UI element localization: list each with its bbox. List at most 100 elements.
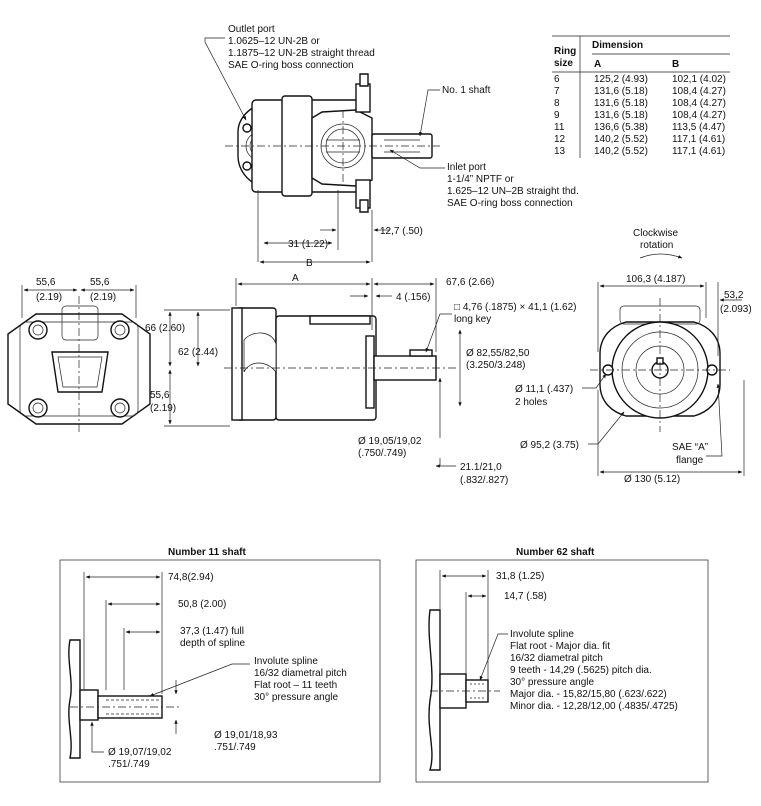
dim-b: B: [306, 258, 313, 269]
shaft11-dim-37-3-note: depth of spline: [180, 638, 245, 649]
flange-type-2: flange: [676, 455, 704, 466]
shaft62-spline-4: 9 teeth - 14,29 (.5625) pitch dia.: [510, 665, 652, 676]
table-row-1-ring: 7: [554, 86, 560, 97]
outlet-port-line-1: Outlet port: [228, 24, 275, 35]
shaft62-spline-6: Major dia. - 15,82/15,80 (.623/.622): [510, 689, 667, 700]
left-dim-55-6-a-in: (2.19): [36, 292, 62, 303]
outlet-port-line-3: 1.1875–12 UN-2B straight thread: [228, 48, 375, 59]
flange-dim-95-2: Ø 95,2 (3.75): [520, 440, 579, 451]
inlet-port-callout: Inlet port 1-1/4” NPTF or 1.625–12 UN–2B…: [447, 162, 579, 209]
inlet-port-line-1: Inlet port: [447, 162, 486, 173]
shaft11-dim-19-07: Ø 19,07/19,02: [108, 747, 172, 758]
table-header-size: size: [554, 58, 573, 69]
rotation-label-1: Clockwise: [633, 228, 678, 239]
table-header-ring: Ring: [554, 46, 576, 57]
table-row-6-b: 117,1 (4.61): [672, 146, 725, 157]
shaft62-drawing: [428, 570, 508, 771]
table-row-3-a: 131,6 (5.18): [594, 110, 648, 121]
shaft11-drawing: [68, 572, 250, 759]
shaft11-frame: [59, 559, 381, 783]
side-view: [164, 278, 462, 468]
left-end-view: [7, 285, 151, 432]
key-spec-line-2: long key: [454, 314, 491, 325]
table-row-1-b: 108,4 (4.27): [672, 86, 726, 97]
inlet-port-line-4: SAE O-ring boss connection: [447, 198, 573, 209]
side-dim-21-1: 21.1/21,0: [460, 462, 502, 473]
side-dim-62: 62 (2.44): [178, 347, 218, 358]
flange-type-1: SAE “A”: [672, 442, 708, 453]
table-row-2-ring: 8: [554, 98, 560, 109]
shaft62-spline-7: Minor dia. - 12,28/12,00 (.4835/.4725): [510, 701, 678, 712]
table-row-3-ring: 9: [554, 110, 560, 121]
outlet-port-callout: Outlet port 1.0625–12 UN-2B or 1.1875–12…: [228, 24, 375, 71]
right-flange-view: [582, 253, 745, 476]
side-dim-19-05: Ø 19,05/19,02: [358, 436, 422, 447]
table-row-0-b: 102,1 (4.02): [672, 74, 726, 85]
shaft11-dim-74-8: 74,8(2.94): [168, 572, 214, 583]
shaft11-title: Number 11 shaft: [168, 547, 246, 558]
shaft11-spline-3: Flat root – 11 teeth: [254, 680, 337, 691]
shaft11-dim-19-01-in: .751/.749: [214, 742, 256, 753]
side-dim-55-6-in: (2.19): [150, 403, 176, 414]
shaft11-spline-4: 30° pressure angle: [254, 692, 338, 703]
side-dim-19-05-in: (.750/.749): [358, 448, 406, 459]
left-dim-55-6-b-in: (2.19): [90, 292, 116, 303]
left-dim-55-6-b: 55,6: [90, 277, 110, 288]
table-row-0-a: 125,2 (4.93): [594, 74, 648, 85]
shaft62-spline-3: 16/32 diametral pitch: [510, 653, 603, 664]
shaft11-spline-2: 16/32 diametral pitch: [254, 668, 347, 679]
inlet-port-line-3: 1.625–12 UN–2B straight thd.: [447, 186, 579, 197]
table-row-4-ring: 11: [554, 122, 565, 133]
shaft11-spline-1: Involute spline: [254, 656, 318, 667]
shaft62-spline-1: Involute spline: [510, 629, 574, 640]
rotation-label-2: rotation: [640, 240, 673, 251]
table-row-4-a: 136,6 (5.38): [594, 122, 648, 133]
side-dim-4: 4 (.156): [396, 292, 430, 303]
shaft62-dim-31-8: 31,8 (1.25): [496, 571, 544, 582]
shaft11-dim-50-8: 50,8 (2.00): [178, 599, 226, 610]
table-row-5-ring: 12: [554, 134, 566, 145]
side-dim-a: A: [292, 273, 299, 284]
inlet-port-line-2: 1-1/4” NPTF or: [447, 174, 514, 185]
table-row-5-a: 140,2 (5.52): [594, 134, 648, 145]
table-row-4-b: 113,5 (4.47): [672, 122, 725, 133]
shaft11-dim-19-07-in: .751/.749: [108, 759, 150, 770]
table-row-2-b: 108,4 (4.27): [672, 98, 726, 109]
table-row-5-b: 117,1 (4.61): [672, 134, 725, 145]
side-dim-55-6: 55,6: [150, 390, 170, 401]
holes-label-2: 2 holes: [515, 397, 547, 408]
side-dim-82-55: Ø 82,55/82,50: [466, 348, 530, 359]
top-view: [204, 37, 445, 264]
dim-12-7: 12,7 (.50): [380, 226, 423, 237]
table-row-3-b: 108,4 (4.27): [672, 110, 726, 121]
table-row-1-a: 131,6 (5.18): [594, 86, 648, 97]
ring-size-table: Ring size Dimension A B 6 125,2 (4.93) 1…: [552, 35, 730, 158]
shaft11-dim-19-01: Ø 19,01/18,93: [214, 730, 278, 741]
table-header-a: A: [594, 59, 601, 70]
shaft11-dim-37-3: 37,3 (1.47) full: [180, 626, 244, 637]
flange-dim-106-3: 106,3 (4.187): [626, 274, 686, 285]
dim-31: 31 (1.22): [288, 239, 328, 250]
shaft62-frame: [415, 559, 709, 783]
flange-dim-53-2: 53,2: [724, 290, 744, 301]
side-dim-66: 66 (2.60): [145, 323, 185, 334]
flange-dim-53-2-in: (2.093): [720, 304, 752, 315]
table-row-0-ring: 6: [554, 74, 560, 85]
flange-dim-130: Ø 130 (5.12): [624, 474, 680, 485]
shaft62-spline-2: Flat root - Major dia. fit: [510, 641, 610, 652]
key-spec-line-1: □ 4,76 (.1875) × 41,1 (1.62): [454, 302, 577, 313]
no1-shaft-label: No. 1 shaft: [442, 85, 491, 96]
side-dim-67-6: 67,6 (2.66): [446, 277, 494, 288]
left-dim-55-6-a: 55,6: [36, 277, 56, 288]
table-header-b: B: [672, 59, 679, 70]
table-row-6-ring: 13: [554, 146, 566, 157]
table-header-dimension: Dimension: [592, 40, 643, 51]
outlet-port-line-4: SAE O-ring boss connection: [228, 60, 354, 71]
outlet-port-line-2: 1.0625–12 UN-2B or: [228, 36, 320, 47]
shaft62-title: Number 62 shaft: [516, 547, 595, 558]
shaft62-spline-5: 30° pressure angle: [510, 677, 594, 688]
side-dim-82-55-in: (3.250/3.248): [466, 360, 526, 371]
shaft62-dim-14-7: 14,7 (.58): [504, 591, 547, 602]
holes-label-1: Ø 11,1 (.437): [515, 384, 573, 395]
